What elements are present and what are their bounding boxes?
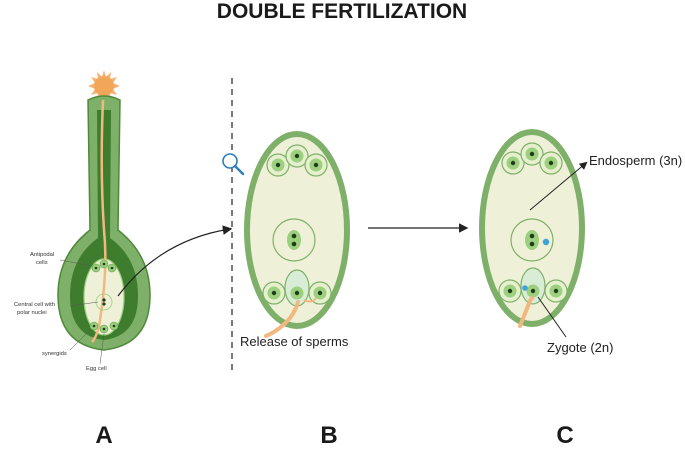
pistil-illustration: [57, 70, 151, 351]
zygote-pointer: [537, 296, 567, 338]
label-egg-cell: Egg cell: [86, 366, 107, 372]
endosperm-pointer: [529, 161, 588, 211]
panel-letter-b: B: [320, 422, 337, 449]
label-antipodal-1: Antipodal: [30, 252, 54, 258]
label-central-2: polar nuclei: [17, 310, 47, 316]
panel-letter-a: A: [95, 422, 112, 449]
label-zygote: Zygote (2n): [547, 340, 613, 355]
arrow-a-to-b: [117, 225, 233, 297]
pollen-tube-a: [91, 99, 107, 343]
label-central-1: Central cell with: [14, 302, 55, 308]
diagram-title: DOUBLE FERTILIZATION: [217, 0, 467, 23]
label-endosperm: Endosperm (3n): [589, 153, 682, 168]
panel-a-labels: Antipodal cells Central cell with polar …: [14, 252, 107, 372]
panel-letter-c: C: [556, 422, 573, 449]
magnifier-icon[interactable]: [222, 153, 245, 176]
label-synergids: synergids: [42, 351, 67, 357]
embryo-sac-c: [479, 129, 585, 328]
pollen-grain: [88, 70, 120, 102]
embryo-sac-b: [244, 131, 350, 338]
label-antipodal-2: cells: [36, 260, 48, 266]
caption-release-of-sperms: Release of sperms: [240, 334, 349, 349]
